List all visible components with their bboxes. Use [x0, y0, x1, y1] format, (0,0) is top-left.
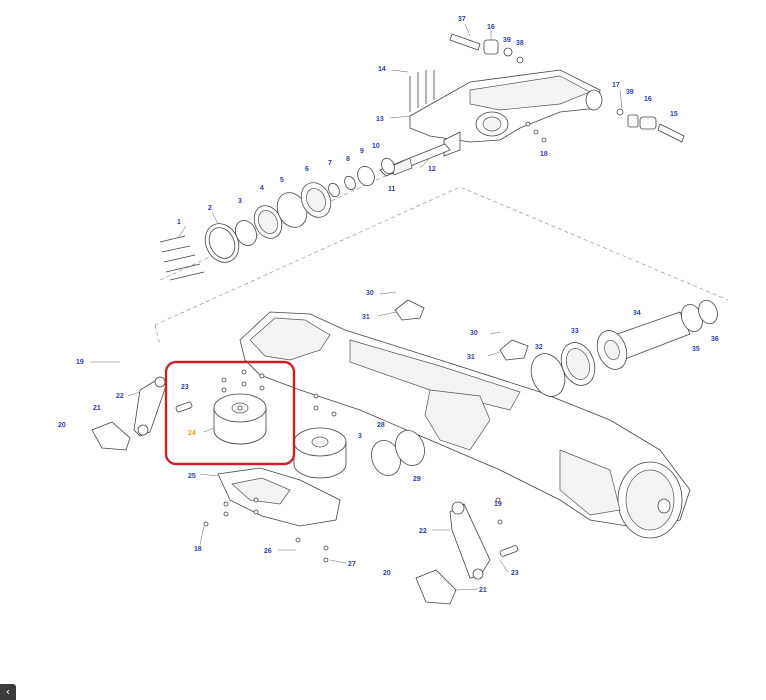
label-27: 27 — [348, 561, 356, 568]
label-39a: 39 — [503, 37, 511, 44]
label-7: 7 — [328, 160, 332, 167]
label-11: 11 — [388, 186, 396, 193]
upper-arm-assembly — [379, 33, 685, 177]
back-chevron-icon[interactable]: ‹ — [0, 684, 16, 700]
label-8: 8 — [346, 156, 350, 163]
label-23b: 23 — [511, 570, 519, 577]
label-35: 35 — [692, 346, 700, 353]
assembly-guide-lines — [154, 159, 729, 346]
part-labels: 37 16 39 38 14 13 17 39 16 15 18 10 9 8 … — [58, 16, 719, 594]
label-34: 34 — [633, 310, 641, 317]
label-18b: 18 — [194, 546, 202, 553]
label-39b: 39 — [626, 89, 634, 96]
label-37: 37 — [458, 16, 466, 23]
label-38: 38 — [516, 40, 524, 47]
label-12: 12 — [428, 166, 436, 173]
label-29: 29 — [413, 476, 421, 483]
left-suspension — [91, 376, 193, 451]
highlight-box — [164, 360, 296, 466]
label-24-highlighted: 24 — [188, 430, 196, 437]
label-26: 26 — [264, 548, 272, 555]
label-22a: 22 — [116, 393, 124, 400]
right-hub-parts — [394, 299, 718, 397]
label-33: 33 — [571, 328, 579, 335]
label-30b: 30 — [470, 330, 478, 337]
label-3b: 3 — [358, 433, 362, 440]
label-1: 1 — [177, 219, 181, 226]
label-31b: 31 — [467, 354, 475, 361]
label-6: 6 — [305, 166, 309, 173]
label-21a: 21 — [93, 405, 101, 412]
label-22b: 22 — [419, 528, 427, 535]
label-18a: 18 — [540, 151, 548, 158]
label-19b: 19 — [494, 501, 502, 508]
label-30a: 30 — [366, 290, 374, 297]
label-10: 10 — [372, 143, 380, 150]
label-23a: 23 — [181, 384, 189, 391]
label-20a: 20 — [58, 422, 66, 429]
seal-ring-stack — [159, 157, 395, 281]
label-14: 14 — [378, 66, 386, 73]
air-spring-second — [293, 427, 425, 479]
label-15: 15 — [670, 111, 678, 118]
right-suspension — [415, 501, 519, 605]
label-2: 2 — [208, 205, 212, 212]
label-5: 5 — [280, 177, 284, 184]
label-16a: 16 — [487, 24, 495, 31]
label-28: 28 — [377, 422, 385, 429]
air-spring-highlighted — [213, 393, 267, 445]
spring-carrier-bracket — [217, 467, 341, 527]
label-17: 17 — [612, 82, 620, 89]
label-13: 13 — [376, 116, 384, 123]
label-20b: 20 — [383, 570, 391, 577]
label-16b: 16 — [644, 96, 652, 103]
label-21b: 21 — [479, 587, 487, 594]
label-31a: 31 — [362, 314, 370, 321]
label-9: 9 — [360, 148, 364, 155]
fastener-dots — [203, 121, 547, 563]
label-19a: 19 — [76, 359, 84, 366]
label-3a: 3 — [238, 198, 242, 205]
label-32: 32 — [535, 344, 543, 351]
axle-housing — [239, 311, 691, 539]
label-36: 36 — [711, 336, 719, 343]
label-25: 25 — [188, 473, 196, 480]
leader-lines — [90, 23, 623, 591]
label-4: 4 — [260, 185, 264, 192]
